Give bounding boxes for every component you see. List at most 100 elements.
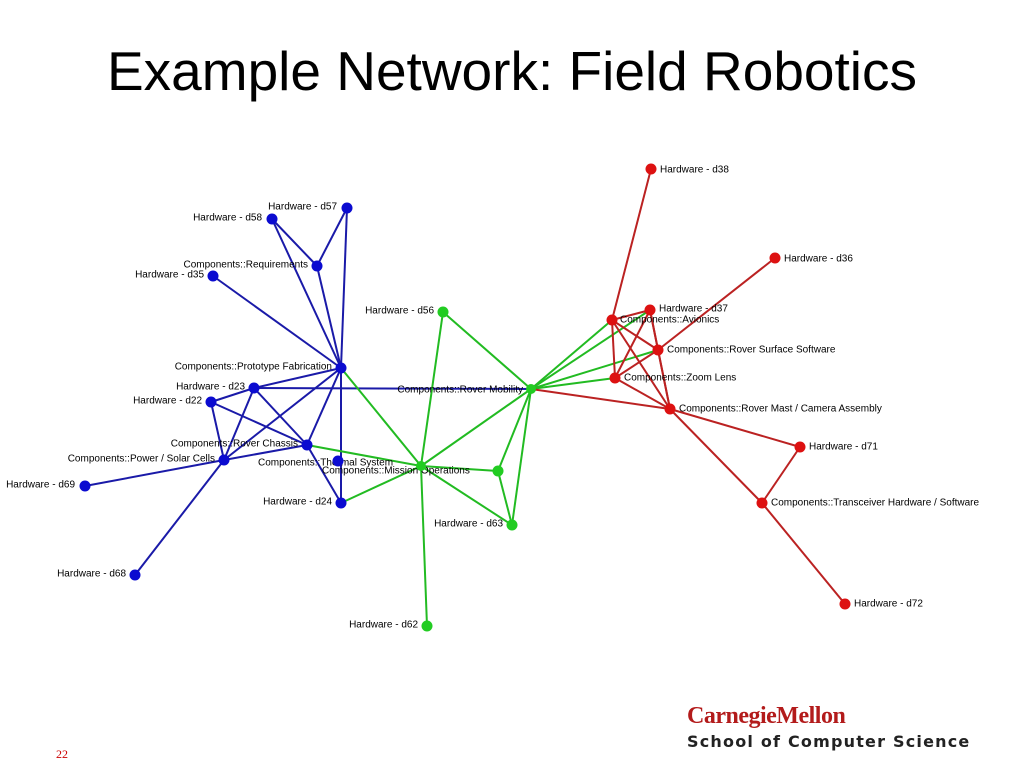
edge-mobility-avionics [530, 319, 613, 390]
edge-transceiver-d72 [761, 502, 846, 605]
node-layer [79, 163, 851, 632]
node-d72 [839, 598, 851, 610]
edge-mission-d63 [420, 465, 513, 526]
edge-d23-chassis [253, 387, 308, 446]
edge-d57-proto [340, 207, 348, 369]
edge-proto-d23 [253, 367, 342, 389]
edge-req-proto [316, 265, 342, 369]
node-label-zoom: Components::Zoom Lens [624, 373, 736, 384]
edge-mobility-zoom [530, 377, 616, 390]
edge-d71-transceiver [761, 446, 801, 504]
edge-d56-mission [420, 311, 444, 467]
edge-d35-proto [212, 275, 342, 369]
node-d23 [248, 382, 260, 394]
node-label-proto: Components::Prototype Fabrication [175, 362, 332, 373]
node-mission [416, 461, 426, 471]
node-d38 [645, 163, 657, 175]
node-d68 [129, 569, 141, 581]
edge-avionics-surface [611, 319, 659, 351]
edge-d23-power [223, 387, 255, 461]
node-d62 [421, 620, 433, 632]
node-power [218, 454, 230, 466]
node-mission2 [492, 465, 504, 477]
edge-chassis-power [223, 444, 308, 461]
edge-mobility-mission2 [497, 388, 532, 472]
node-label-d37: Hardware - d37 [659, 304, 728, 315]
edge-surface-zoom [614, 349, 659, 379]
edge-mobility-mast [530, 388, 671, 410]
node-label-d63: Hardware - d63 [434, 519, 503, 530]
node-d35 [207, 270, 219, 282]
node-label-d24: Hardware - d24 [263, 497, 332, 508]
node-d36 [769, 252, 781, 264]
edge-d38-avionics [611, 168, 652, 321]
node-d22 [205, 396, 217, 408]
node-d69 [79, 480, 91, 492]
node-d56 [437, 306, 449, 318]
node-mobility [526, 384, 536, 394]
edge-mobility-d37 [530, 309, 651, 390]
edge-power-d68 [134, 459, 225, 576]
edge-proto-mission [340, 367, 422, 467]
slide-number: 22 [56, 747, 68, 761]
edge-d56-mobility [442, 311, 532, 390]
node-avionics [606, 314, 618, 326]
edge-proto-chassis [306, 367, 342, 446]
node-label-d68: Hardware - d68 [57, 569, 126, 580]
node-req [311, 260, 323, 272]
node-label-d69: Hardware - d69 [6, 480, 75, 491]
node-label-d23: Hardware - d23 [176, 382, 245, 393]
node-d37 [644, 304, 656, 316]
edge-chassis-d24 [306, 444, 342, 504]
node-label-surface: Components::Rover Surface Software [667, 345, 836, 356]
edge-power-d69 [84, 459, 225, 487]
node-thermal [332, 455, 344, 467]
slide-title: Example Network: Field Robotics [106, 40, 917, 102]
node-mast [664, 403, 676, 415]
node-transceiver [756, 497, 768, 509]
edge-avionics-zoom [611, 319, 616, 379]
node-label-d62: Hardware - d62 [349, 620, 418, 631]
edge-avionics-mast [611, 319, 671, 410]
edge-d23-d22 [210, 387, 255, 403]
node-label-thermal: Components::Thermal System [258, 458, 393, 469]
node-zoom [609, 372, 621, 384]
logo-name: CarnegieMellon [687, 703, 846, 729]
node-chassis [301, 439, 313, 451]
node-label-chassis: Components::Rover Chassis [171, 439, 298, 450]
node-surface [652, 344, 664, 356]
node-label-mobility: Components::Rover Mobility [397, 385, 523, 396]
edge-d36-surface [657, 257, 776, 351]
node-d57 [341, 202, 353, 214]
node-label-d36: Hardware - d36 [784, 254, 853, 265]
node-label-d58: Hardware - d58 [193, 213, 262, 224]
edge-mobility-mission [420, 388, 532, 467]
edge-mast-d71 [669, 408, 801, 448]
node-label-req: Components::Requirements [183, 260, 308, 271]
edge-mission-mission2 [420, 465, 499, 472]
node-label-avionics: Components::Avionics [620, 315, 719, 326]
node-label-d22: Hardware - d22 [133, 396, 202, 407]
node-label-mission: Components::Mission Operations [322, 466, 470, 477]
edge-d58-proto [271, 218, 342, 369]
edge-d37-avionics [611, 309, 651, 321]
edge-mobility-d63 [511, 388, 532, 526]
edge-layer [84, 168, 846, 627]
node-d63 [506, 519, 518, 531]
node-d71 [794, 441, 806, 453]
node-label-d38: Hardware - d38 [660, 165, 729, 176]
node-d24 [335, 497, 347, 509]
edge-d24-mission [340, 465, 422, 504]
edge-d22-power [210, 401, 225, 461]
node-label-d56: Hardware - d56 [365, 306, 434, 317]
node-label-d35: Hardware - d35 [135, 270, 204, 281]
cmu-logo: CarnegieMellon School of Computer Scienc… [687, 704, 970, 751]
node-proto [335, 362, 347, 374]
edge-d23-mobility [253, 387, 532, 390]
edge-d22-chassis [210, 401, 308, 446]
node-label-d72: Hardware - d72 [854, 599, 923, 610]
node-label-d71: Hardware - d71 [809, 442, 878, 453]
logo-school: School of Computer Science [687, 732, 971, 751]
